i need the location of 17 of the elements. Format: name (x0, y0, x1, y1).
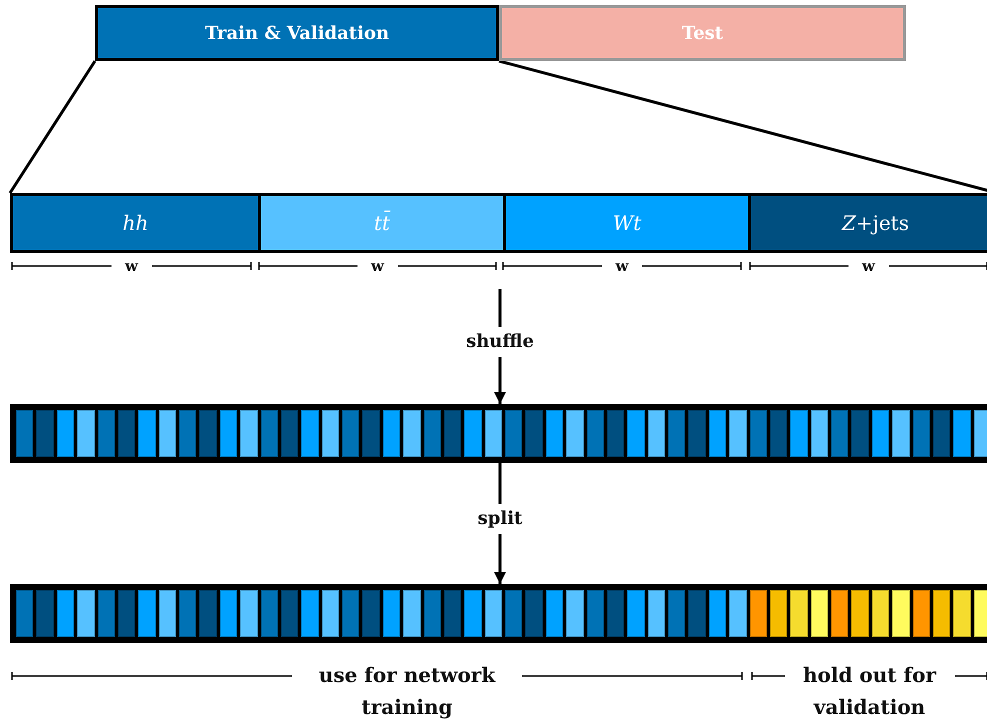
dataset-box (499, 5, 906, 61)
zoom-line (8, 60, 96, 194)
dataset-box (95, 5, 499, 61)
category-label: tt̄ (374, 211, 390, 235)
data-strip (10, 584, 987, 643)
category-label: hh (122, 211, 148, 235)
category-label: Z+jets (842, 211, 909, 235)
category-label: Wt (612, 211, 642, 235)
category-segment (503, 196, 748, 250)
category-segment (258, 196, 503, 250)
dataset-label: Train & Validation (204, 22, 390, 44)
category-segment (13, 196, 258, 250)
zoom-line (498, 60, 987, 194)
category-segment (748, 196, 987, 250)
data-strip (10, 404, 987, 463)
dataset-bar (10, 193, 987, 253)
dataset-label: Test (682, 22, 724, 44)
